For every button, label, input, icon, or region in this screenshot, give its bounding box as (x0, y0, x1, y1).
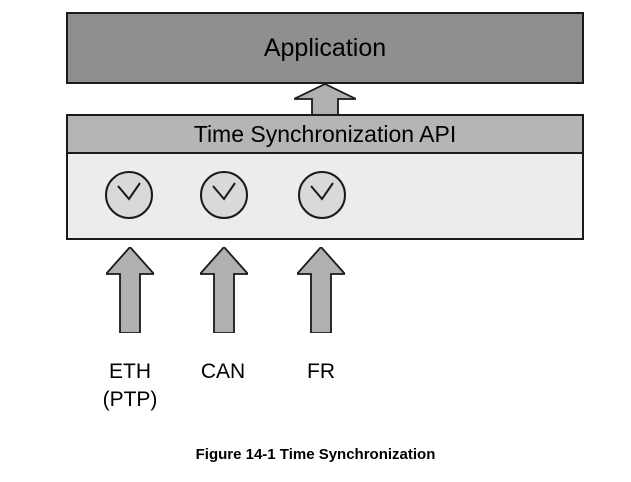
bus-label-line: CAN (200, 360, 246, 383)
time-sync-module: Time Synchronization API (66, 114, 584, 240)
up-arrow-icon (103, 245, 157, 334)
up-arrow-icon (294, 245, 348, 334)
bus-label-eth: ETH (PTP) (75, 358, 185, 415)
bus-label-subline: (PTP) (102, 388, 158, 412)
clock-icon (296, 169, 348, 221)
bus-label-line: FR (307, 360, 335, 383)
clock-icon (198, 169, 250, 221)
application-box: Application (66, 12, 584, 84)
clock-icon (103, 169, 155, 221)
up-arrow-icon (197, 245, 251, 334)
clock-panel (66, 154, 584, 240)
bus-label-line: ETH (109, 360, 151, 383)
api-label: Time Synchronization API (193, 120, 457, 147)
figure-caption: Figure 14-1 Time Synchronization (195, 446, 436, 463)
application-label: Application (263, 33, 387, 62)
up-arrow-icon (293, 83, 357, 117)
api-box: Time Synchronization API (66, 114, 584, 154)
bus-label-fr: FR (266, 358, 376, 386)
bus-label-can: CAN (168, 358, 278, 386)
